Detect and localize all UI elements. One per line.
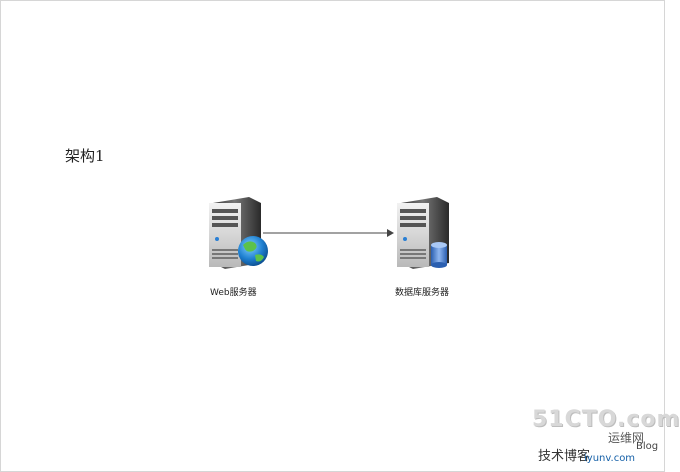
web-server-label: Web服务器 (210, 288, 257, 298)
connection-arrow (263, 229, 394, 237)
diagram-title: 架构1 (65, 147, 105, 165)
site-watermark: 51CTO.com 运维网 技术博客 iyunv.com Blog (528, 405, 679, 469)
web-server-globe-icon (209, 197, 268, 269)
watermark-blog: Blog (636, 441, 659, 452)
database-server-node (389, 193, 459, 273)
watermark-main: 51CTO.com (532, 407, 680, 432)
watermark-line2: 技术博客 (538, 449, 591, 464)
watermark-line1: 运维网 (608, 431, 645, 445)
watermark-site: iyunv.com (584, 453, 636, 464)
database-server-label: 数据库服务器 (395, 288, 450, 298)
database-server-icon (397, 197, 449, 269)
web-server-node (201, 193, 271, 273)
